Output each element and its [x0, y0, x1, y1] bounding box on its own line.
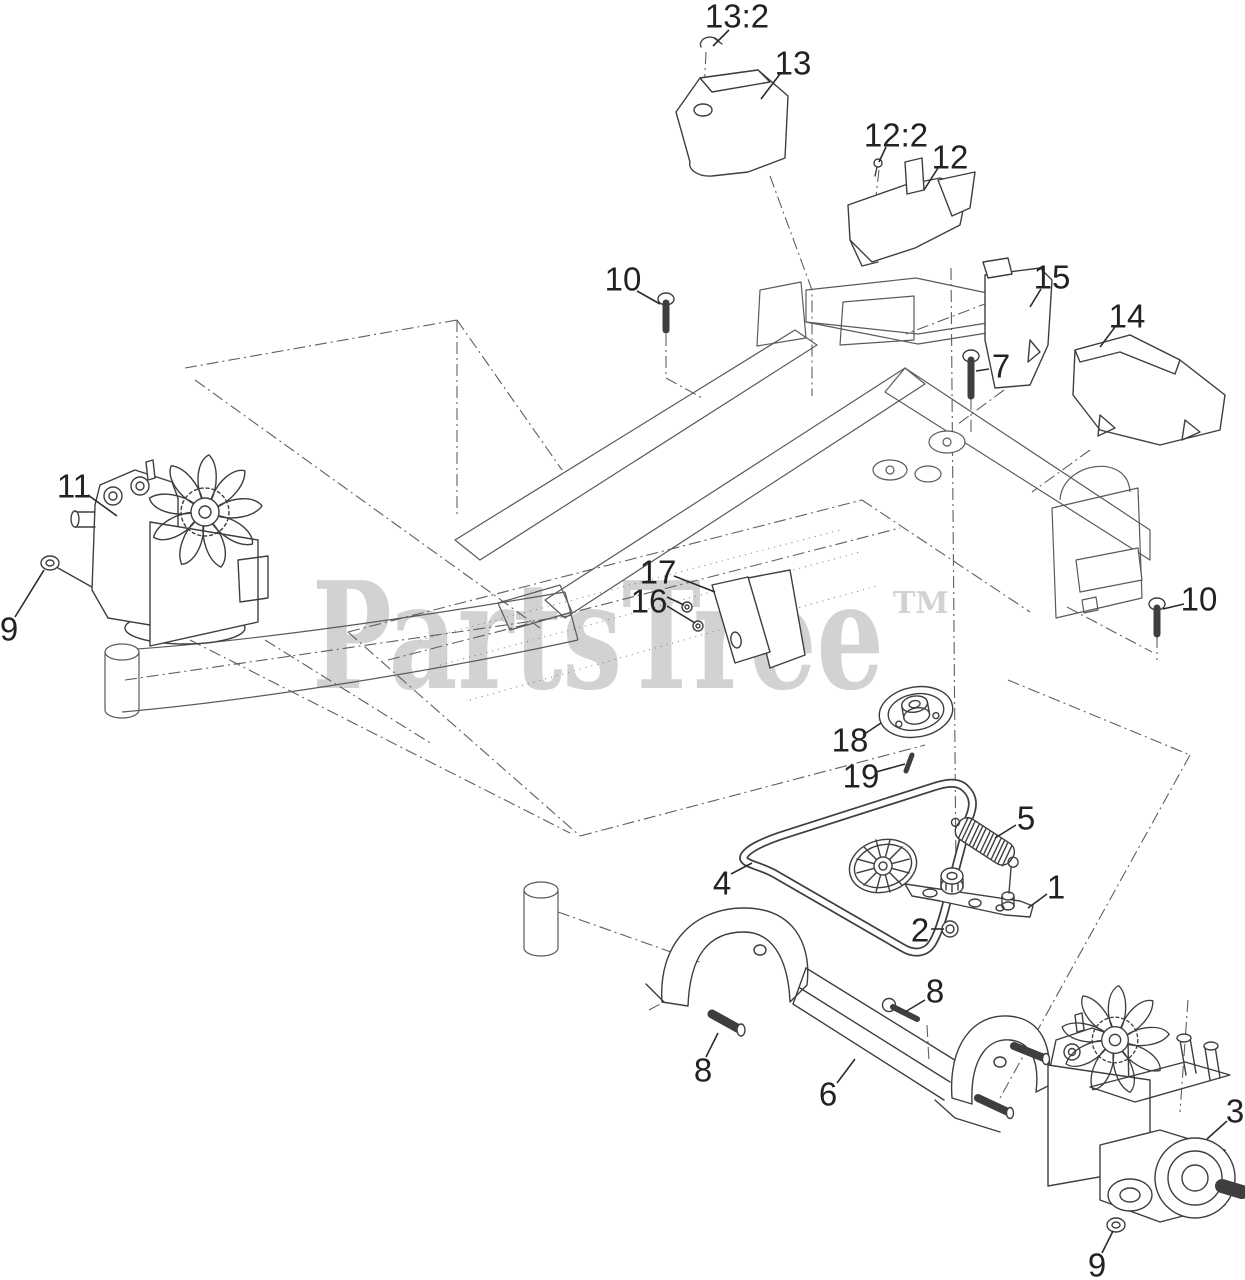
- callout-label-13:2: 13:2: [705, 0, 769, 35]
- nut-9-bottom: [1106, 1217, 1126, 1233]
- callout-label-17: 17: [640, 554, 677, 591]
- bolt-7: [962, 349, 980, 400]
- callout-label-11: 11: [57, 468, 91, 505]
- callout-label-5: 5: [1017, 800, 1035, 837]
- callout-leader-line: [1029, 288, 1042, 308]
- callout-label-3: 3: [1226, 1093, 1244, 1130]
- callout-leader-line: [994, 824, 1017, 839]
- callout-label-8: 8: [694, 1052, 712, 1089]
- screw-16-a: [681, 601, 693, 613]
- part-11-left-transaxle: [70, 452, 269, 647]
- callout-leader-line: [673, 575, 716, 593]
- callout-label-10: 10: [1181, 581, 1218, 618]
- callout-label-8: 8: [926, 973, 944, 1010]
- callout-leader-line: [705, 1032, 719, 1058]
- callout-leader-line: [666, 605, 696, 624]
- idler-pulley: [848, 838, 918, 894]
- bolt-10-left: [657, 292, 675, 334]
- part-13-heat-shield: [675, 69, 789, 177]
- part-17-baffle: [711, 569, 806, 669]
- part-4-drive-belt: [739, 778, 977, 957]
- part-12-heat-shield: [847, 157, 976, 267]
- callout-label-12:2: 12:2: [864, 117, 928, 154]
- screw-16-b: [692, 620, 704, 632]
- part-1-idler-arm: [904, 867, 1034, 918]
- part-19-key: [903, 752, 915, 774]
- callout-leader-line: [14, 569, 45, 618]
- callout-label-15: 15: [1034, 259, 1071, 296]
- callout-label-4: 4: [713, 865, 731, 902]
- callout-label-1: 1: [1047, 869, 1065, 906]
- callout-leader-line: [836, 1058, 856, 1084]
- part-5-spring: [950, 816, 1019, 894]
- chassis-frame-drawing: [104, 51, 1191, 1113]
- callout-label-7: 7: [992, 348, 1010, 385]
- part-14-shield: [1072, 334, 1226, 446]
- callout-leader-line: [875, 763, 906, 773]
- part-2-bolt: [941, 920, 959, 938]
- callout-label-2: 2: [911, 912, 929, 949]
- watermark-tm: TM: [893, 586, 949, 621]
- callout-label-13: 13: [775, 45, 812, 82]
- callout-label-10: 10: [605, 261, 642, 298]
- callout-leader-line: [1206, 1120, 1228, 1140]
- pin-8-left: [707, 1009, 746, 1037]
- callout-leader-line: [1101, 1230, 1114, 1254]
- part-13-2-clip: [699, 36, 723, 48]
- callout-leader-line: [760, 73, 781, 100]
- callout-leader-line: [730, 862, 753, 875]
- callout-label-6: 6: [819, 1076, 837, 1113]
- callout-leader-line: [923, 167, 939, 191]
- callout-leader-line: [1162, 603, 1185, 610]
- bolt-10-right: [1148, 597, 1166, 638]
- callout-leader-line: [712, 29, 730, 47]
- callout-label-19: 19: [843, 758, 880, 795]
- callout-leader-line: [878, 146, 887, 163]
- callout-label-9: 9: [0, 611, 18, 648]
- callout-label-9: 9: [1088, 1247, 1106, 1280]
- part-6-cradle: [645, 907, 1051, 1133]
- part-12-2-screw: [873, 158, 883, 177]
- callout-leader-line: [1027, 893, 1048, 909]
- callout-leader-line: [666, 596, 685, 606]
- callout-leader-line: [87, 494, 118, 517]
- callout-label-14: 14: [1109, 298, 1146, 335]
- callout-leader-line: [904, 999, 926, 1013]
- callout-label-16: 16: [631, 583, 668, 620]
- part-3-right-transaxle: [1047, 983, 1245, 1223]
- part-18-pulley: [878, 685, 954, 739]
- callout-leader-line: [862, 722, 882, 736]
- callout-leader-line: [1099, 326, 1116, 348]
- callout-leader-line: [975, 368, 990, 372]
- callout-label-12: 12: [932, 139, 969, 176]
- callout-leader-line: [636, 290, 661, 305]
- bolt-8-right: [881, 997, 920, 1022]
- callout-label-18: 18: [832, 722, 869, 759]
